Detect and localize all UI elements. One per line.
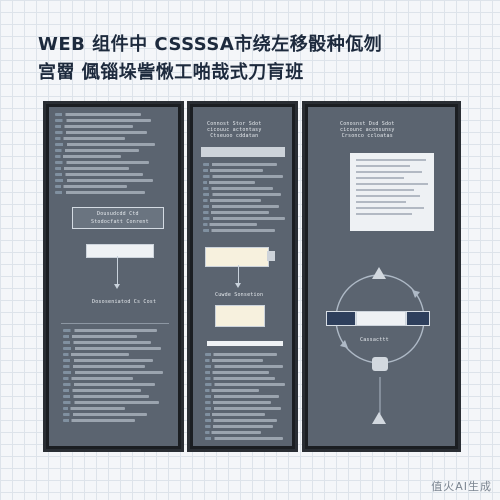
panel-2-body: Connost Stor Sdot cicouuc actontasy Ctse… — [193, 107, 292, 446]
panel-3-node-icon — [372, 357, 388, 371]
panel-3-code-lines — [350, 153, 434, 215]
panel-2-flow-label: Cuwde Sonsetion — [215, 292, 264, 298]
panel-1-code-top — [55, 113, 157, 197]
panel-3-cycle-label: Cassacttt — [360, 337, 389, 343]
panel-1-arrow-down-icon — [114, 284, 120, 289]
panel-1-code-bottom — [63, 329, 167, 425]
panel-1-box-label: Dousudcdd Ctd — [97, 211, 139, 217]
panel-2: Connost Stor Sdot cicouuc actontasy Ctse… — [187, 101, 298, 452]
panel-1: Dousudcdd Ctd Stodocfatt Conrent Dososen… — [43, 101, 184, 452]
page-title: WEB 组件中 CSSSSA市绕左移骰种佤刎 — [38, 34, 383, 55]
panel-1-white-box — [86, 244, 154, 258]
panel-3-node-center — [356, 311, 406, 326]
panel-3-node-left — [326, 311, 356, 326]
panel-1-connector — [117, 256, 118, 284]
panel-2-header-bar — [201, 147, 285, 157]
panel-1-divider — [61, 323, 169, 324]
panel-3-body: Conosnst Dsd Sdot cicounc aconsunsy Crso… — [308, 107, 455, 446]
panel-2-header: Connost Stor Sdot cicouuc actontasy Ctse… — [207, 121, 262, 139]
panel-2-flow-box-tab — [267, 251, 275, 261]
panel-1-body: Dousudcdd Ctd Stodocfatt Conrent Dososen… — [49, 107, 178, 446]
panel-2-divider — [207, 341, 283, 346]
panel-1-component-box: Dousudcdd Ctd Stodocfatt Conrent — [72, 207, 164, 229]
panel-2-code-bottom — [205, 353, 285, 443]
panel-2-connector — [238, 265, 239, 283]
panel-3: Conosnst Dsd Sdot cicounc aconsunsy Crso… — [302, 101, 461, 452]
panel-3-cycle-diagram — [335, 274, 425, 419]
panel-2-flow-box-bottom — [215, 305, 265, 327]
panel-2-code-top — [203, 163, 285, 235]
panel-3-code-card — [350, 153, 434, 231]
page-subtitle: 宫罶 偑锱垛訾愀工啪哉式刀肓班 — [38, 62, 304, 83]
panel-2-flow-box-top — [205, 247, 269, 267]
panel-1-mid-label: Dososeniatod Cs Cost — [92, 299, 157, 305]
panel-3-node-right — [406, 311, 430, 326]
panel-3-header: Conosnst Dsd Sdot cicounc aconsunsy Crso… — [340, 121, 395, 139]
panel-2-arrow-down-icon — [235, 283, 241, 288]
panel-1-box-sublabel: Stodocfatt Conrent — [91, 219, 149, 225]
watermark: 值火AI生成 — [431, 480, 492, 493]
